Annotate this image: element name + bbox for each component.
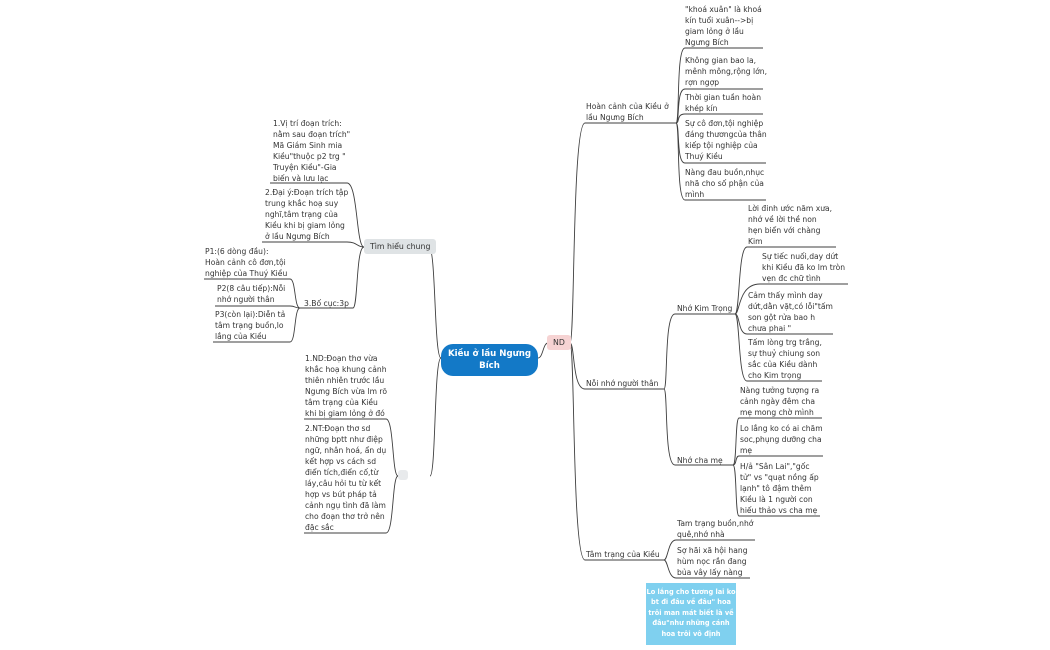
node-hoan-canh-5[interactable]: Nàng đau buồn,nhục nhã cho số phận của m…	[685, 168, 765, 199]
node-hoan-canh-4[interactable]: Sự cô đơn,tội nghiệp đáng thươngcủa thân…	[685, 119, 767, 161]
node-kim-trong-3[interactable]: Cảm thấy mình day dứt,dằn vặt,có lỗi"tấm…	[748, 291, 833, 333]
node-bo-cuc-p1[interactable]: P1:(6 dòng đầu): Hoàn cảnh cô đơn,tội ng…	[205, 247, 288, 278]
node-kim-trong-4[interactable]: Tấm lòng trg trắng, sự thuỷ chiung son s…	[748, 338, 822, 380]
node-nght-nd[interactable]: 1.ND:Đoạn thơ vừa khắc hoạ khung cảnh th…	[305, 354, 387, 418]
topic-bo-cuc[interactable]: 3.Bố cục:3p	[304, 299, 349, 308]
topic-hoan-canh[interactable]: Hoàn cảnh của Kiều ở lầu Ngưng Bích	[586, 102, 669, 122]
node-vi-tri[interactable]: 1.Vị trí đoạn trích: nằm sau đoạn trích"…	[273, 119, 351, 183]
node-bo-cuc-p3[interactable]: P3(còn lại):Diễn tả tâm trạng buồn,lo lắ…	[215, 310, 286, 341]
node-kim-trong-1[interactable]: Lời đinh ước năm xưa, nhớ về lời thề non…	[748, 204, 833, 246]
callout-floating-topic[interactable]: Lo lắng cho tương lai ko bt đi đâu về đâ…	[646, 583, 736, 645]
topic-tam-trang[interactable]: Tâm trạng của Kiều	[586, 550, 660, 559]
central-topic[interactable]: Kiều ở lầu Ngưng Bích	[441, 344, 538, 376]
node-cha-me-3[interactable]: H/ả "Sân Lai","gốc tử" vs "quạt nồng ấp …	[740, 462, 819, 515]
node-hoan-canh-1[interactable]: "khoá xuân" là khoá kín tuổi xuân-->bị g…	[685, 5, 762, 47]
node-dai-y[interactable]: 2.Đại ý:Đoạn trích tập trung khắc hoạ su…	[265, 188, 349, 241]
topic-nd[interactable]: ND	[547, 335, 571, 350]
node-hoan-canh-3[interactable]: Thời gian tuần hoàn khép kín	[685, 93, 762, 113]
node-nght-nt[interactable]: 2.NT:Đoạn thơ sd những bptt như điệp ngữ…	[305, 424, 387, 532]
topic-nho-cha-me[interactable]: Nhớ cha mẹ	[677, 456, 723, 465]
node-hoan-canh-2[interactable]: Không gian bao la, mênh mông,rộng lớn, r…	[685, 56, 767, 87]
topic-noi-nho[interactable]: Nỗi nhớ người thân	[586, 379, 659, 388]
topic-tim-hieu-chung[interactable]: Tìm hiểu chung	[364, 239, 437, 254]
node-cha-me-2[interactable]: Lo lắng ko có ai chăm soc,phụng dưỡng ch…	[740, 424, 823, 455]
topic-nght[interactable]	[398, 470, 408, 480]
node-kim-trong-2[interactable]: Sự tiếc nuối,day dứt khi Kiều đã ko lm t…	[762, 252, 846, 283]
node-tam-trang-2[interactable]: Sợ hãi xã hội hang hùm nọc rắn đang bủa …	[677, 546, 748, 577]
node-bo-cuc-p2[interactable]: P2(8 câu tiếp):Nỗi nhớ người thân	[217, 284, 286, 304]
node-tam-trang-1[interactable]: Tam trạng buồn,nhớ quê,nhớ nhà	[677, 519, 754, 539]
node-cha-me-1[interactable]: Nàng tưởng tượng ra cảnh ngày đêm cha mẹ…	[740, 386, 820, 417]
topic-nho-kim-trong[interactable]: Nhớ Kim Trọng	[677, 304, 733, 313]
